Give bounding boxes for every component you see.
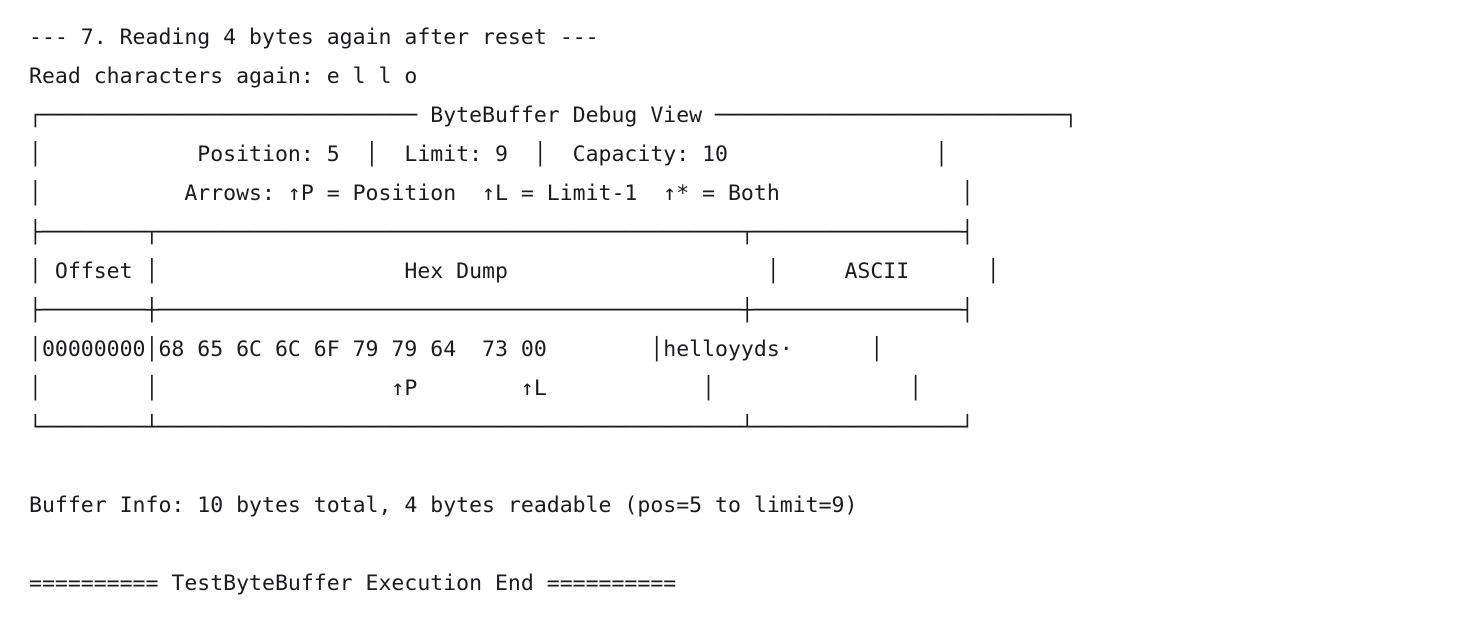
debug-view-top-border: ┌───────────────────────────── ByteBuffe…: [29, 103, 1078, 128]
debug-view-legend-row: │ Arrows: ↑P = Position ↑L = Limit-1 ↑* …: [29, 181, 974, 206]
table-row: │00000000│68 65 6C 6C 6F 79 79 64 73 00 …: [29, 337, 884, 362]
log-line-buffer-info: Buffer Info: 10 bytes total, 4 bytes rea…: [29, 493, 858, 518]
debug-view-bottom-border: └────────┴──────────────────────────────…: [29, 415, 974, 440]
blank-line-2: [29, 525, 1077, 564]
blank-line-1: [29, 447, 1077, 486]
table-header-top-rule: ├────────┬──────────────────────────────…: [29, 220, 974, 245]
console-text-output: --- 7. Reading 4 bytes again after reset…: [29, 18, 1077, 603]
log-line-read-characters: Read characters again: e l l o: [29, 64, 418, 89]
table-header-bottom-rule: ├────────┼──────────────────────────────…: [29, 298, 974, 323]
table-row-markers: │ │ ↑P ↑L │ │: [29, 376, 923, 401]
log-line-section-header: --- 7. Reading 4 bytes again after reset…: [29, 25, 599, 50]
log-line-execution-end: ========== TestByteBuffer Execution End …: [29, 571, 677, 596]
table-column-headers: │ Offset │ Hex Dump │ ASCII │: [29, 259, 1000, 284]
debug-view-stats-row: │ Position: 5 │ Limit: 9 │ Capacity: 10 …: [29, 142, 949, 167]
